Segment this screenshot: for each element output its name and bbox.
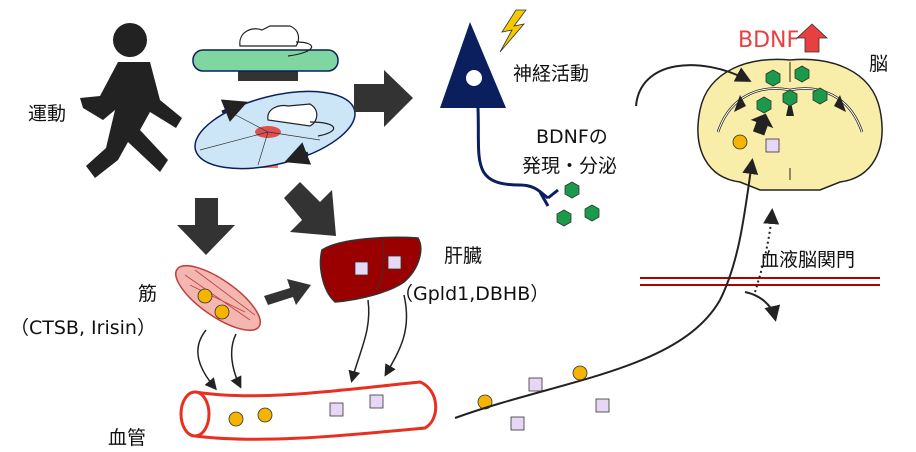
neuron-to-brain-arrow [635,64,752,107]
arrow-right-icon [354,70,413,127]
liver-label: 肝臓 [444,245,482,267]
bdnf-hexagons [556,181,600,227]
bdnf-secretion-label: 発現・分泌 [522,155,617,177]
factor-square [510,416,525,431]
exercise-label: 運動 [28,103,66,125]
bdnf-hexagon [564,181,580,199]
runner-icon [80,23,182,178]
arrow-down-liver-icon [284,182,336,236]
bdnf-hexagon [765,69,781,87]
arrow-down-muscle-icon [177,198,235,255]
liver-factors-label: （Gpld1,DBHB） [394,283,549,305]
bdnf-hexagon [782,89,798,107]
arrow-muscle-to-liver-icon [264,279,311,305]
bdnf-hexagon [794,65,810,83]
secretion-arrows [197,294,408,391]
brain-icon [697,58,883,191]
bdnf-hexagon [556,209,572,227]
brain-label: 脳 [869,53,888,75]
muscle-icon [175,265,261,331]
factor-circle [572,365,588,381]
bdnf-expression-label: BDNFの [536,126,608,148]
blood-brain-barrier [640,277,880,286]
bdnf-hexagon [584,204,600,222]
blood-vessel-icon [179,380,438,441]
bbb-blocked-arrow [744,291,781,322]
liver-icon [319,236,422,303]
factor-square [595,398,610,413]
bdnf-hexagon [756,96,772,114]
lightning-icon [499,9,527,53]
treadmill-icon [192,25,339,81]
circulating-factors [477,365,610,431]
rotarod-icon [194,90,356,170]
bdnf-up-label: BDNF [738,28,799,53]
vessel-to-brain-arrow [454,158,759,419]
factor-square [528,377,543,392]
bbb-label: 血液脳関門 [760,249,855,271]
increase-arrow-icon [795,23,829,53]
neural-activity-label: 神経活動 [513,63,589,85]
neuron-icon [440,22,559,207]
muscle-label: 筋 [138,283,157,305]
blood-vessel-label: 血管 [108,427,146,449]
muscle-factors-label: （CTSB, Irisin） [10,317,156,339]
bdnf-hexagon [812,87,828,105]
